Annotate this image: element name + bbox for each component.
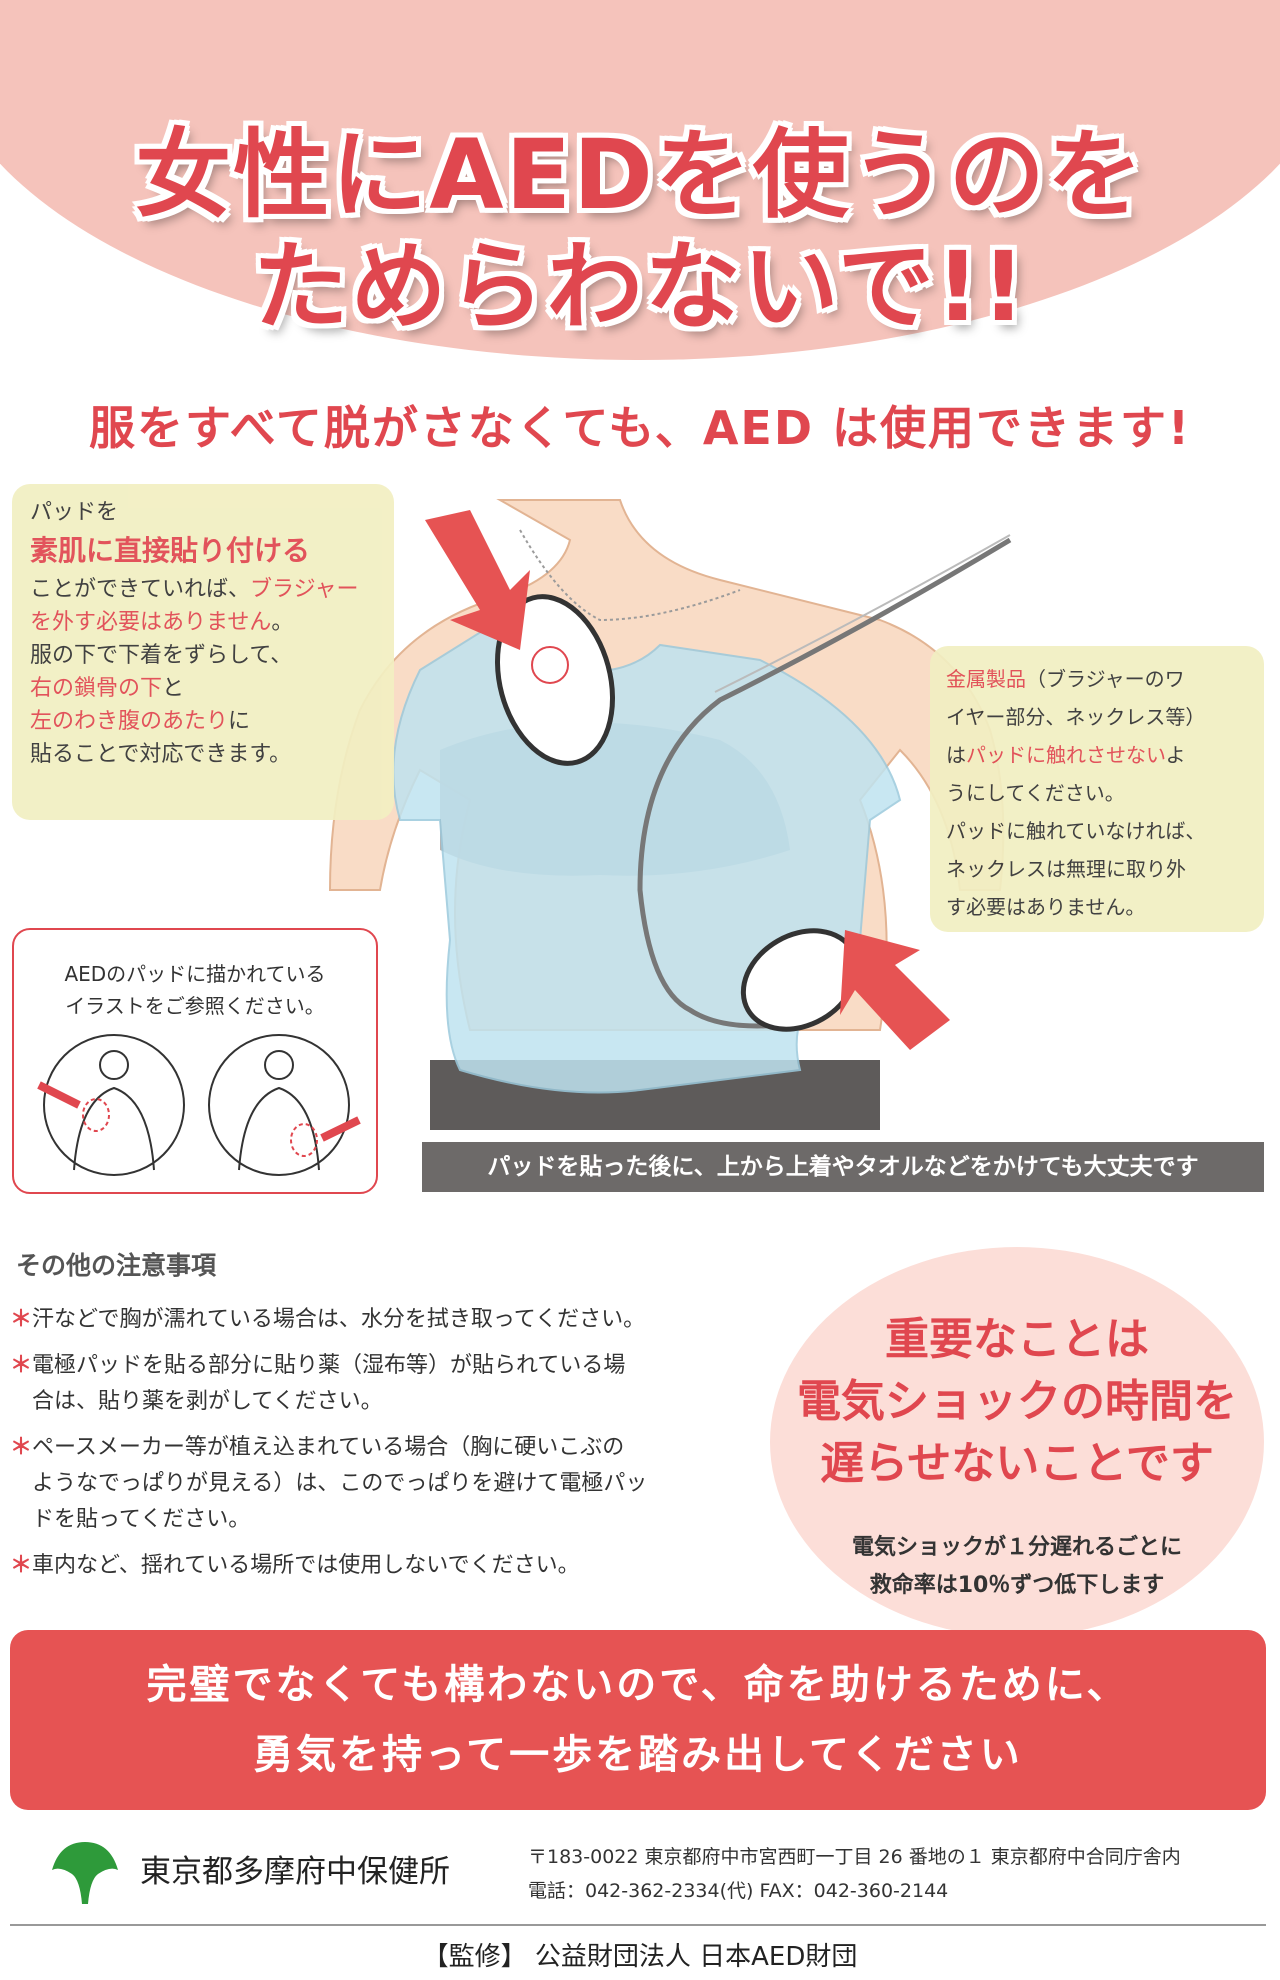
divider [10,1924,1266,1926]
address: 〒183-0022 東京都府中市宮西町一丁目 26 番地の１ 東京都府中合同庁舎… [528,1846,1181,1868]
info-banner: パッドを貼った後に、上から上着やタオルなどをかけても大丈夫です [422,1142,1264,1192]
pad-diagram-icon [37,1034,361,1176]
arrow-upper-icon [425,510,530,650]
note-line: ドを貼ってください。 [32,1507,251,1532]
tokyo-logo-icon [52,1842,118,1904]
organization-name: 東京都多摩府中保健所 [140,1854,450,1890]
important-circle: 重要なことは 電気ショックの時間を 遅らせないことです 電気ショックが１分遅れる… [770,1247,1264,1637]
main-title-line-1: 女性にAEDを使うのを [135,119,1145,231]
phone-fax: 電話：042-362-2334(代) FAX：042-360-2144 [528,1880,949,1902]
asterisk-icon: ＊ [10,1435,33,1460]
important-line-3: 遅らせないことです [820,1438,1214,1489]
right-note-line: イヤー部分、ネックレス等） [946,705,1206,729]
upper-pad [494,594,616,766]
subtitle: 服をすべて脱がさなくても、AED は使用できます! [88,401,1192,455]
right-note-box: 金属製品（ブラジャーのワ イヤー部分、ネックレス等） はパッドに触れさせないよ … [930,646,1264,932]
note-line: ようなでっぱりが見える）は、このでっぱりを避けて電極パッ [32,1471,648,1496]
important-sub-2: 救命率は10％ずつ低下します [869,1573,1165,1598]
left-note-highlight: 素肌に直接貼り付ける [30,534,311,567]
list-item: ＊ペースメーカー等が植え込まれている場合（胸に硬いこぶのようなでっぱりが見える）… [10,1430,710,1538]
aed-pad-illustration [328,499,1012,1130]
pad-reference-box: AEDのパッドに描かれている イラストをご参照ください。 [12,928,378,1194]
right-note-line: パッドに触れていなければ、 [946,819,1206,843]
left-note-line: 服の下で下着をずらして、 [30,643,293,668]
left-note-line: 貼ることで対応できます。 [30,742,292,767]
right-note-red: 金属製品 [946,667,1026,691]
left-note-line: パッドを [30,500,119,525]
left-note-red: ブラジャー [250,577,359,602]
note-line: 車内など、揺れている場所では使用しないでください。 [32,1553,580,1578]
important-sub-1: 電気ショックが１分遅れるごとに [851,1535,1182,1560]
necklace [519,529,741,622]
right-note-red: パッドに触れさせない [966,743,1166,767]
right-note-line: す必要はありません。 [946,895,1146,919]
right-note-text: （ブラジャーのワ [1026,667,1185,691]
notes-list: ＊汗などで胸が濡れている場合は、水分を拭き取ってください。 ＊電極パッドを貼る部… [10,1302,710,1594]
cta-line-2: 勇気を持って一歩を踏み出してください [253,1732,1023,1778]
important-line-2: 電気ショックの時間を [797,1376,1237,1427]
main-title-line-2: ためらわないで!! [252,231,1028,343]
important-line-1: 重要なことは [885,1314,1149,1365]
tip-line-1: AEDのパッドに描かれている [64,962,326,986]
asterisk-icon: ＊ [10,1353,33,1378]
left-note-red: 右の鎖骨の下 [30,676,163,701]
note-line: ペースメーカー等が植え込まれている場合（胸に硬いこぶの [32,1435,625,1460]
left-note-red: を外す必要はありません [30,610,272,635]
notes-title: その他の注意事項 [16,1251,217,1280]
aed-cable [637,537,1012,1029]
cta-line-1: 完璧でなくても構わないので、命を助けるために、 [146,1662,1130,1708]
list-item: ＊汗などで胸が濡れている場合は、水分を拭き取ってください。 [10,1302,710,1338]
tip-line-2: イラストをご参照ください。 [65,994,325,1018]
note-line: 汗などで胸が濡れている場合は、水分を拭き取ってください。 [32,1307,646,1332]
note-line: 合は、貼り薬を剥がしてください。 [32,1389,383,1414]
note-line: 電極パッドを貼る部分に貼り薬（湿布等）が貼られている場 [32,1353,626,1378]
arrow-lower-icon [840,930,950,1050]
left-note-text: に [228,709,251,734]
asterisk-icon: ＊ [10,1553,33,1578]
left-note-red: 左のわき腹のあたり [30,709,229,734]
right-note-text: は [946,743,966,767]
left-note-box: パッドを 素肌に直接貼り付ける ことができていれば、ブラジャー を外す必要はあり… [12,484,394,820]
asterisk-icon: ＊ [10,1307,33,1332]
left-note-text: 。 [271,610,294,635]
list-item: ＊電極パッドを貼る部分に貼り薬（湿布等）が貼られている場合は、貼り薬を剥がしてく… [10,1348,710,1420]
contact-info: 〒183-0022 東京都府中市宮西町一丁目 26 番地の１ 東京都府中合同庁舎… [528,1840,1181,1908]
left-note-text: と [162,676,185,701]
call-to-action: 完璧でなくても構わないので、命を助けるために、 勇気を持って一歩を踏み出してくだ… [10,1630,1266,1810]
left-note-text: ことができていれば、 [30,577,251,602]
list-item: ＊車内など、揺れている場所では使用しないでください。 [10,1548,710,1584]
right-note-line: ネックレスは無理に取り外 [946,857,1186,881]
right-note-line: うにしてください。 [946,781,1125,805]
right-note-text: よ [1165,743,1186,767]
supervision: 【監修】 公益財団法人 日本AED財団 [422,1942,858,1972]
